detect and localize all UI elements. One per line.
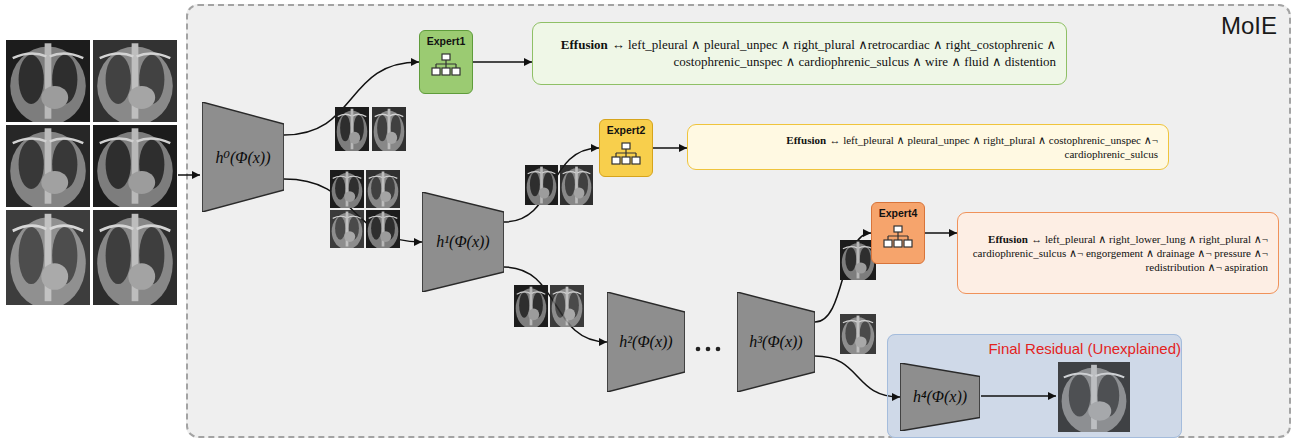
- tree-icon: [431, 53, 461, 77]
- connector-arrow: [815, 233, 871, 322]
- xray-image: [6, 125, 90, 210]
- connector-arrow: [504, 267, 607, 342]
- encoder-trapezoid: h¹(Φ(x)): [422, 192, 504, 292]
- trapezoid-outline: [422, 192, 504, 292]
- ellipsis-dot: [696, 347, 701, 352]
- xray-thumbnail: [366, 170, 400, 210]
- encoder-label: h²(Φ(x)): [619, 333, 672, 351]
- connector-arrow: [653, 147, 687, 149]
- xray-thumbnail: [330, 170, 364, 210]
- ellipsis-dot: [706, 347, 711, 352]
- expert-title: Expert1: [427, 35, 466, 47]
- formula-head: Effusion: [786, 134, 826, 146]
- encoder-label: h³(Φ(x)): [749, 333, 802, 351]
- xray-thumbnail: [366, 210, 400, 250]
- expert-title: Expert4: [879, 207, 918, 219]
- residual-title: Final Residual (Unexplained): [936, 340, 1181, 357]
- encoder-label: h¹(Φ(x)): [436, 233, 489, 251]
- explanation-box: Effusion↔ left_pleural ∧ pleural_unpec ∧…: [687, 124, 1169, 170]
- trapezoid-outline: [202, 102, 284, 212]
- input-xrays: [0, 0, 190, 440]
- expert-title: Expert2: [607, 124, 646, 136]
- xray-thumbnail: [560, 165, 593, 207]
- formula-body: ↔ left_pleural ∧ pleural_unpec ∧ right_p…: [612, 37, 1056, 69]
- xray-thumbnail: [525, 165, 558, 207]
- xray-image: [6, 210, 90, 309]
- xray-thumbnail: [840, 314, 876, 356]
- xray-thumbnail: [335, 107, 369, 153]
- xray-thumbnail: [514, 285, 548, 329]
- connector-arrow: [284, 62, 419, 135]
- xray-image: [1058, 362, 1130, 435]
- explanation-box: Effusion ↔ left_pleural ∧ pleural_unpec ∧…: [532, 22, 1067, 85]
- expert-box: Expert2: [599, 119, 653, 177]
- tree-icon-glyph: [612, 143, 640, 164]
- formula-text: Effusion↔ left_pleural ∧ pleural_unpec ∧…: [698, 133, 1158, 162]
- output-arrow: [981, 395, 1056, 397]
- xray-thumbnail: [550, 285, 584, 329]
- trapezoid-outline: [607, 292, 685, 392]
- pipeline-panel: MoIEh⁰(Φ(x))Expert1Effusion↔ left_pleura…: [186, 4, 1291, 438]
- formula-head: Effusion: [561, 37, 608, 52]
- residual-fill: [887, 334, 1182, 438]
- formula-body: ↔ left_pleural ∧ pleural_unpec ∧ right_p…: [829, 134, 1158, 160]
- trapezoid-outline: [737, 292, 815, 392]
- xray-image: [93, 210, 177, 309]
- ellipsis-dot: [716, 347, 721, 352]
- formula-text: Effusion↔ left_pleural ∧ right_lower_lun…: [968, 232, 1268, 275]
- explanation-box: Effusion↔ left_pleural ∧ right_lower_lun…: [957, 212, 1279, 294]
- expert-box: Expert4: [871, 202, 925, 264]
- xray-image: [6, 40, 90, 125]
- tree-icon: [883, 225, 913, 249]
- connector-arrow: [925, 232, 957, 234]
- residual-box: Final Residual (Unexplained) h⁴(Φ(x)): [887, 334, 1182, 438]
- encoder-label: h⁰(Φ(x)): [215, 148, 270, 167]
- input-arrow: [178, 174, 200, 176]
- encoder-trapezoid: h⁰(Φ(x)): [202, 102, 284, 212]
- encoder-label: h⁴(Φ(x)): [913, 388, 967, 406]
- trapezoid-outline: [900, 363, 980, 431]
- expert-box: Expert1: [419, 30, 473, 94]
- formula-head: Effusion: [988, 233, 1028, 245]
- xray-thumbnail: [330, 210, 364, 250]
- xray-thumbnail: [372, 107, 406, 153]
- tree-icon-glyph: [432, 54, 460, 75]
- xray-image: [93, 125, 177, 210]
- connector-arrow: [504, 148, 599, 222]
- panel-title: MoIE: [1221, 12, 1277, 40]
- formula-text: Effusion ↔ left_pleural ∧ pleural_unpec ∧…: [543, 37, 1056, 71]
- connector-arrow: [284, 179, 422, 242]
- encoder-trapezoid: h³(Φ(x)): [737, 292, 815, 392]
- xray-image: [93, 40, 177, 125]
- tree-icon-glyph: [884, 226, 912, 247]
- tree-icon: [611, 142, 641, 166]
- encoder-trapezoid: h⁴(Φ(x)): [900, 363, 980, 431]
- encoder-trapezoid: h²(Φ(x)): [607, 292, 685, 392]
- connector-arrow: [473, 61, 532, 63]
